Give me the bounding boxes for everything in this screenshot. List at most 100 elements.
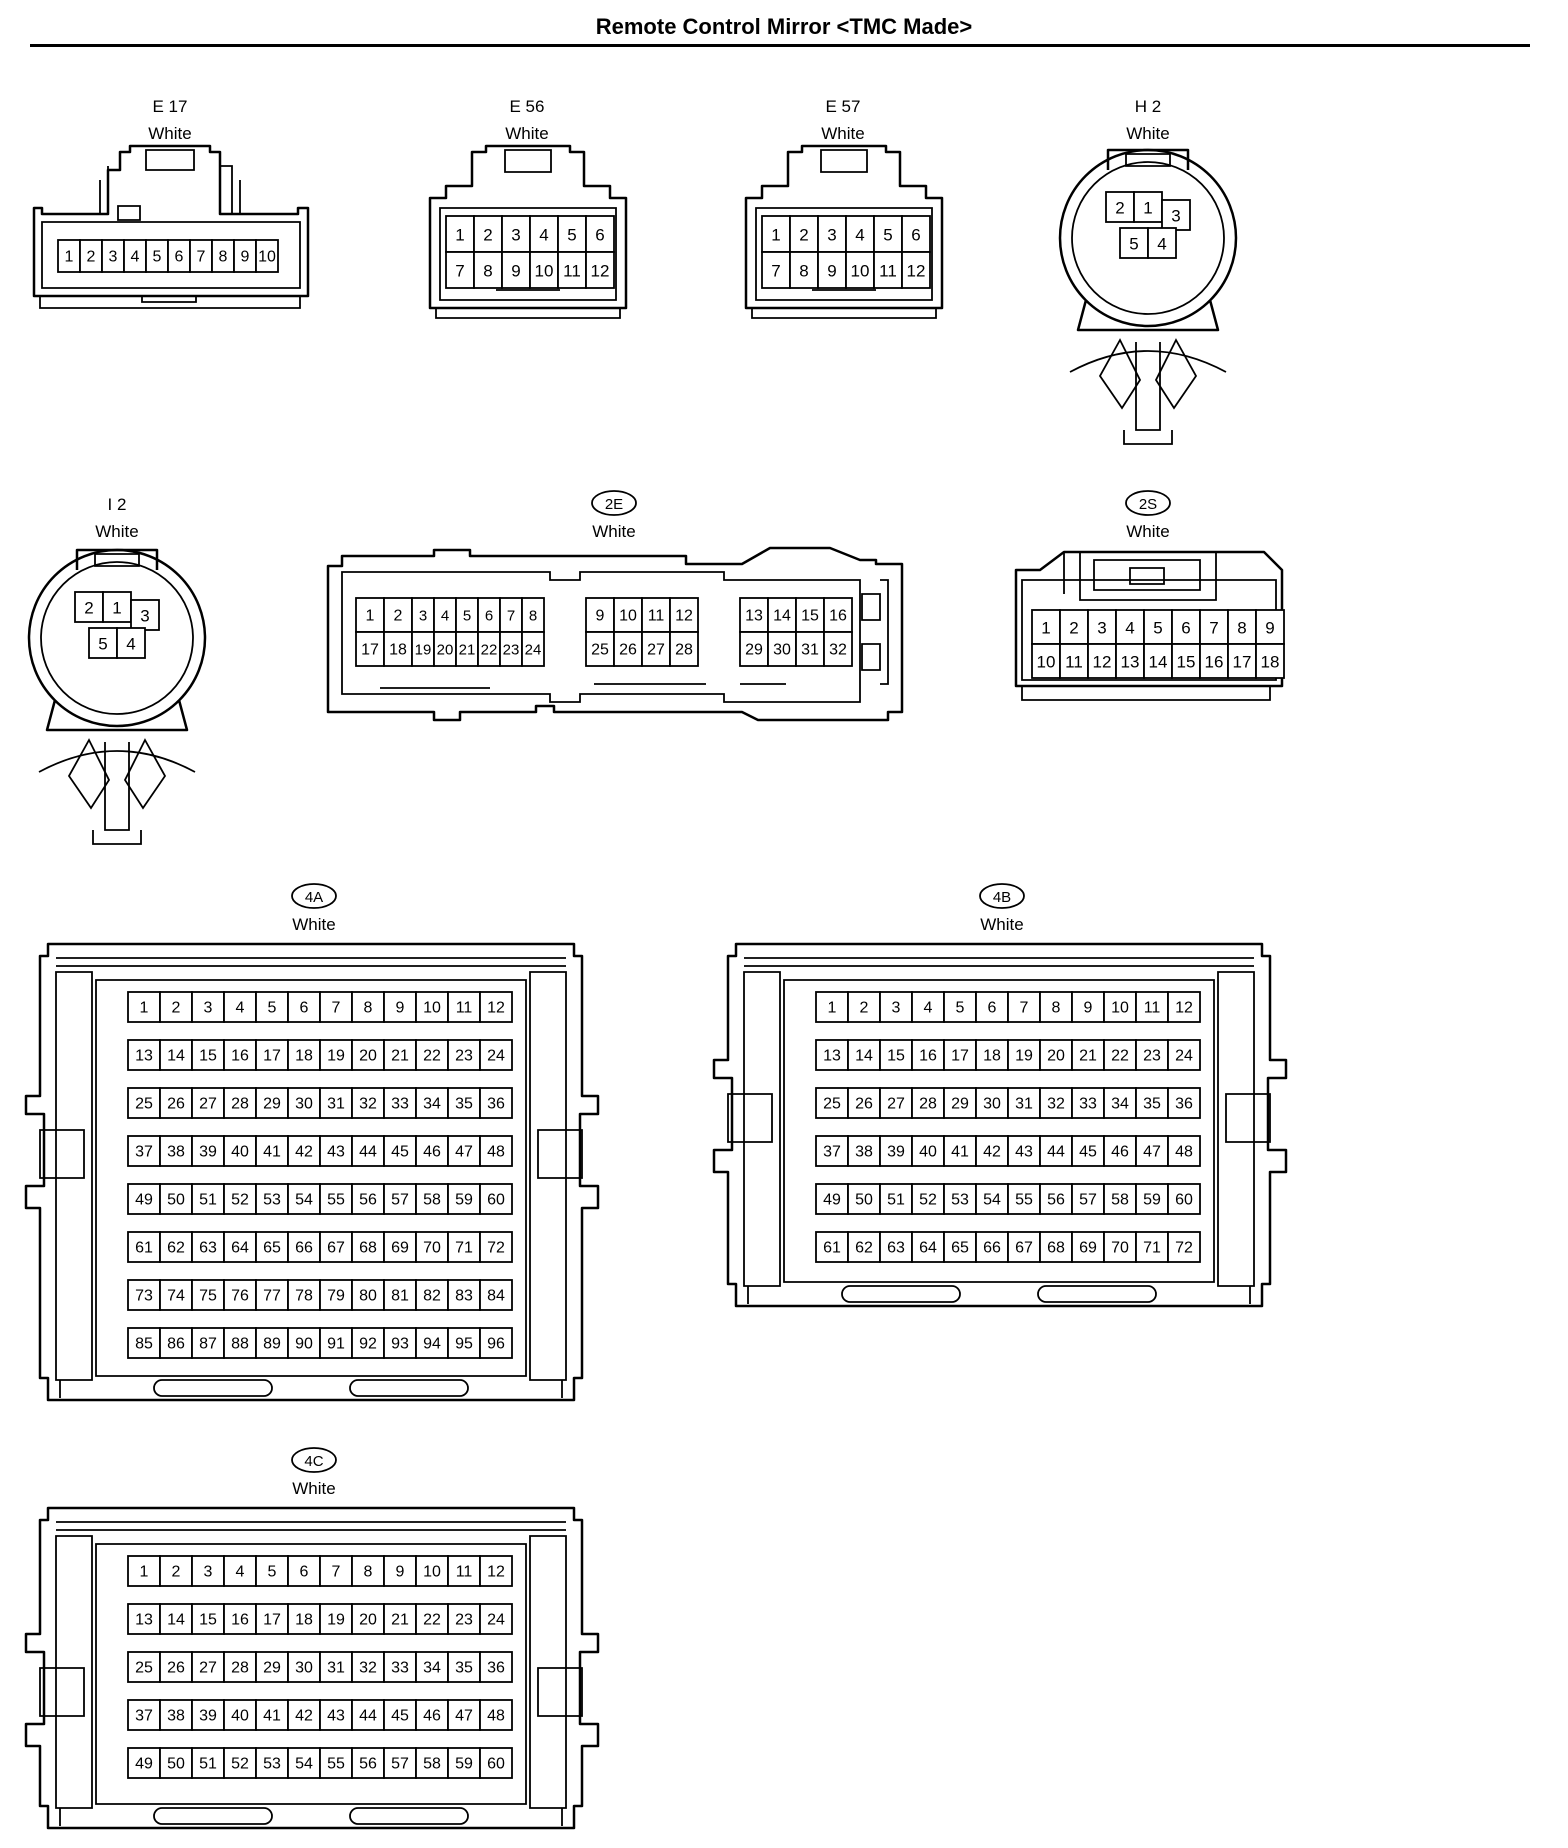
pin-cell <box>415 1699 449 1731</box>
pin-cell <box>223 1183 257 1215</box>
pin-number: 11 <box>456 1000 473 1017</box>
pin-cell <box>1031 643 1061 679</box>
pin-number: 16 <box>829 608 847 625</box>
connector-color: White <box>505 124 548 143</box>
pin-number: 60 <box>487 1756 505 1773</box>
pin-number: 4 <box>236 1564 245 1581</box>
pin-cell <box>415 1327 449 1359</box>
pin-number: 56 <box>359 1756 377 1773</box>
pin-cell <box>159 1651 193 1683</box>
pin-number: 94 <box>423 1336 441 1353</box>
pin-cell <box>447 1651 481 1683</box>
pin-number: 22 <box>481 642 498 659</box>
pin-cell <box>415 1651 449 1683</box>
pin-number: 11 <box>1065 653 1083 672</box>
pin-number: 6 <box>988 1000 997 1017</box>
pin-number: 3 <box>827 226 836 245</box>
pin-number: 86 <box>167 1336 185 1353</box>
pin-number: 24 <box>525 642 542 659</box>
pin-cell <box>1135 1183 1169 1215</box>
pin-number: 39 <box>199 1708 217 1725</box>
connector-4a-housing <box>24 942 600 1402</box>
pin-cell <box>479 1135 513 1167</box>
pin-number: 79 <box>327 1288 345 1305</box>
pin-number: 64 <box>919 1240 937 1257</box>
pin-cell <box>287 1039 321 1071</box>
pin-cell <box>383 1039 417 1071</box>
pin-cell <box>911 1087 945 1119</box>
pin-number: 47 <box>455 1144 473 1161</box>
pin-cell <box>159 1603 193 1635</box>
pin-cell <box>130 599 160 631</box>
pin-number: 36 <box>487 1096 505 1113</box>
pin-number: 27 <box>199 1096 217 1113</box>
pin-number: 37 <box>135 1144 153 1161</box>
pin-number: 62 <box>167 1240 185 1257</box>
pin-number: 3 <box>109 249 118 266</box>
pin-number: 3 <box>204 1000 213 1017</box>
pin-number: 36 <box>487 1660 505 1677</box>
pin-cell <box>911 1183 945 1215</box>
pin-cell <box>287 1087 321 1119</box>
pin-number: 8 <box>799 262 808 281</box>
pin-number: 10 <box>258 249 276 266</box>
pin-number: 90 <box>295 1336 313 1353</box>
pin-number: 88 <box>231 1336 249 1353</box>
pin-cell <box>767 631 797 667</box>
pin-number: 4 <box>855 226 864 245</box>
pin-number: 54 <box>295 1192 313 1209</box>
pin-cell <box>975 1231 1009 1263</box>
pin-cell <box>447 1747 481 1779</box>
pin-number: 50 <box>167 1756 185 1773</box>
pin-cell <box>127 1135 161 1167</box>
pin-cell <box>319 1699 353 1731</box>
pin-number: 18 <box>295 1612 313 1629</box>
pin-number: 14 <box>855 1048 873 1065</box>
pin-cell <box>901 251 931 289</box>
connector-color: White <box>980 915 1023 934</box>
pin-number: 5 <box>567 226 576 245</box>
pin-cell <box>191 1183 225 1215</box>
pin-number: 5 <box>268 1000 277 1017</box>
pin-number: 48 <box>1175 1144 1193 1161</box>
pin-cell <box>585 597 615 633</box>
title-rule <box>30 44 1530 47</box>
pin-number: 36 <box>1175 1096 1193 1113</box>
pin-cell <box>287 1279 321 1311</box>
connector-4c-housing <box>24 1506 600 1830</box>
pin-number: 3 <box>511 226 520 245</box>
pin-number: 69 <box>1079 1240 1097 1257</box>
pin-number: 1 <box>140 1000 149 1017</box>
pin-number: 42 <box>295 1708 313 1725</box>
pin-number: 4 <box>441 608 449 625</box>
pin-number: 59 <box>455 1756 473 1773</box>
pin-number: 6 <box>300 1000 309 1017</box>
pin-number: 46 <box>1111 1144 1129 1161</box>
pin-number: 35 <box>455 1096 473 1113</box>
pin-number: 29 <box>263 1096 281 1113</box>
pin-cell <box>879 1135 913 1167</box>
pin-number: 39 <box>199 1144 217 1161</box>
pin-number: 35 <box>455 1660 473 1677</box>
pin-number: 51 <box>199 1192 217 1209</box>
pin-number: 9 <box>511 262 520 281</box>
pin-cell <box>159 1327 193 1359</box>
pin-number: 53 <box>263 1756 281 1773</box>
pin-cell <box>761 215 791 253</box>
pin-number: 29 <box>951 1096 969 1113</box>
pin-number: 55 <box>327 1756 345 1773</box>
pin-cell <box>127 1555 161 1587</box>
pin-cell <box>1103 1135 1137 1167</box>
pin-number: 9 <box>596 608 605 625</box>
pin-cell <box>911 1231 945 1263</box>
pin-cell <box>815 1183 849 1215</box>
pin-number: 24 <box>1175 1048 1193 1065</box>
pin-number: 41 <box>951 1144 969 1161</box>
pin-number: 24 <box>487 1048 505 1065</box>
pin-number: 1 <box>828 1000 837 1017</box>
pin-cell <box>127 1747 161 1779</box>
pin-cell <box>1039 1231 1073 1263</box>
pin-number: 46 <box>423 1144 441 1161</box>
pin-cell <box>351 1135 385 1167</box>
